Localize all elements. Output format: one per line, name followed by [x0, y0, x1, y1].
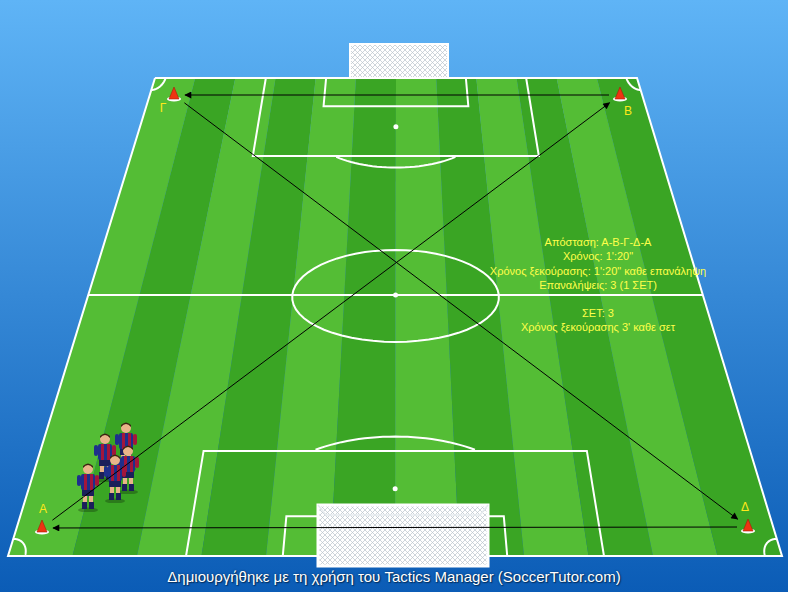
pitch-spot	[393, 293, 398, 298]
run-arrow	[53, 527, 737, 529]
cone-marker: Α	[34, 502, 50, 535]
pitch-spot	[393, 124, 398, 129]
cone-icon	[34, 519, 50, 535]
note-text: Χρόνος: 1':20"	[562, 250, 634, 263]
cone-letter: Δ	[741, 500, 749, 514]
run-arrow	[185, 95, 609, 96]
pitch-line	[336, 157, 455, 168]
cone-body	[615, 87, 625, 99]
goals	[318, 44, 488, 566]
bottom-goal	[318, 505, 488, 566]
pitch-line	[626, 78, 640, 90]
pitch-markings	[8, 78, 782, 556]
note-text: Επαναλήψεις: 3 (1 ΣΕΤ)	[538, 279, 658, 292]
cone-letter: Α	[39, 502, 47, 516]
pitch-line	[8, 78, 782, 556]
cone-icon	[740, 518, 756, 534]
top-goal	[350, 44, 448, 78]
pitch-line	[316, 437, 475, 450]
grass-stripe	[331, 78, 397, 556]
cone-letter: Β	[624, 104, 632, 118]
note-text: Χρόνος ξεκούρασης: 1':20" καθε επανάληψη	[489, 265, 707, 278]
cone-body	[743, 519, 753, 531]
pitch-line	[13, 539, 25, 556]
cone-icon	[166, 86, 182, 102]
run-arrow	[52, 103, 609, 520]
note-text: Απόσταση: Α-Β-Γ-Δ-Α	[544, 236, 653, 249]
cone-marker: Γ	[160, 86, 182, 115]
note-text: ΣΕΤ: 3	[581, 307, 615, 320]
note-text: Χρόνος ξεκούρασης 3' καθε σετ	[520, 321, 676, 334]
grass-stripes	[8, 78, 782, 556]
run-arrow	[184, 103, 737, 519]
cone-marker: Δ	[740, 500, 756, 534]
caption: Δημιουργήθηκε με τη χρήση του Tactics Ma…	[0, 568, 788, 586]
pitch-spot	[393, 486, 398, 491]
pitch-line	[253, 78, 539, 156]
cone-marker: Β	[612, 86, 632, 118]
cone-body	[37, 520, 47, 532]
pitch-line	[324, 78, 469, 106]
grass-stripe	[597, 78, 782, 556]
cone-icon	[612, 86, 628, 102]
cone-body	[169, 87, 179, 99]
pitch-line	[764, 539, 777, 556]
pitch-line	[151, 78, 165, 90]
cone-letter: Γ	[160, 101, 167, 115]
goal-frame	[318, 505, 488, 515]
players	[77, 423, 139, 513]
